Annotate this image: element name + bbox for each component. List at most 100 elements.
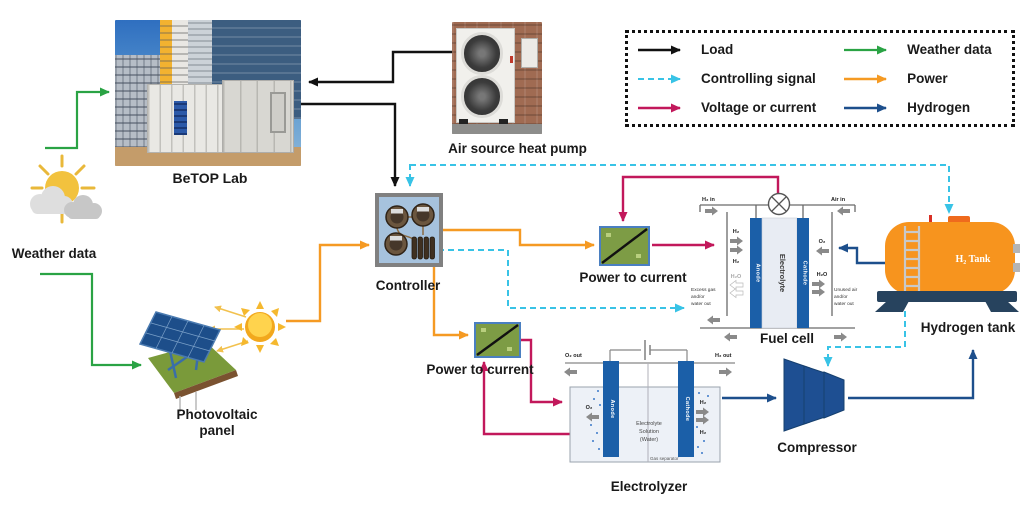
fan-icon bbox=[460, 32, 504, 75]
svg-text:(Water): (Water) bbox=[640, 437, 658, 443]
legend-label: Hydrogen bbox=[907, 100, 971, 115]
svg-text:Electrolyte: Electrolyte bbox=[636, 421, 662, 427]
electrolyzer-diagram: Anode Cathode O₂ out H₂ out Electrolyte … bbox=[564, 340, 735, 463]
load-line-lab-to-controller bbox=[301, 102, 400, 187]
compressor-icon bbox=[783, 358, 845, 432]
legend-item-hydrogen: Hydrogen bbox=[842, 100, 1004, 115]
sun-icon bbox=[234, 301, 286, 353]
betop-lab-photo bbox=[115, 20, 301, 166]
heat-pump-photo bbox=[452, 22, 542, 134]
red-switch bbox=[509, 55, 514, 64]
electrolyzer-label: Electrolyzer bbox=[610, 479, 688, 494]
compressor-label: Compressor bbox=[777, 440, 857, 455]
h2-label: H₂ bbox=[700, 430, 707, 436]
fan-icon bbox=[460, 75, 504, 118]
weather-line-to-pv bbox=[40, 272, 142, 370]
electrical-box bbox=[521, 37, 539, 68]
load-arrow-icon bbox=[638, 45, 681, 54]
voltage-arrow-icon bbox=[638, 103, 681, 112]
legend-item-power: Power bbox=[842, 71, 1004, 86]
weather-icon bbox=[30, 154, 102, 224]
power-to-current-converter-bottom bbox=[474, 322, 521, 358]
svg-text:water out: water out bbox=[691, 301, 711, 307]
o2-label: O₂ bbox=[819, 239, 826, 245]
legend-label: Voltage or current bbox=[701, 100, 817, 115]
controller-meters-icon bbox=[384, 203, 435, 260]
h2-label: H₂ bbox=[733, 229, 740, 235]
legend: Load Weather data Controlling signal Pow… bbox=[625, 30, 1015, 127]
legend-label: Controlling signal bbox=[701, 71, 816, 86]
svg-text:Solution: Solution bbox=[639, 429, 659, 435]
legend-item-load: Load bbox=[636, 42, 842, 57]
hydrogen-tank-icon: H₂ Tank bbox=[875, 215, 1020, 312]
foot bbox=[459, 119, 469, 126]
ladder-icon bbox=[903, 226, 921, 292]
oxygen-bubbles bbox=[590, 390, 601, 450]
weather-line-to-lab bbox=[45, 87, 110, 150]
solution-label: Electrolyte Solution (Water) bbox=[636, 421, 662, 443]
legend-item-weather-data: Weather data bbox=[842, 42, 1004, 57]
h2-in-label: H₂ in bbox=[702, 197, 715, 203]
unused-out-label: Unused air and/or water out bbox=[834, 287, 858, 307]
container-lab bbox=[146, 79, 294, 153]
controller-box bbox=[375, 193, 443, 267]
svg-text:Excess gas: Excess gas bbox=[691, 287, 716, 293]
container-front bbox=[146, 84, 224, 153]
svg-text:water out: water out bbox=[834, 301, 854, 307]
legend-item-voltage-or-current: Voltage or current bbox=[636, 100, 842, 115]
hydrogen-bubbles bbox=[696, 392, 709, 454]
h2o-label: H₂O bbox=[731, 274, 742, 280]
signal-arrow-icon bbox=[638, 74, 681, 83]
weather-arrow-icon bbox=[844, 45, 888, 54]
heat-pump-label: Air source heat pump bbox=[448, 141, 587, 156]
svg-text:and/or: and/or bbox=[691, 294, 705, 300]
betop-lab-label: BeTOP Lab bbox=[172, 170, 248, 186]
power-arrow-icon bbox=[844, 74, 888, 83]
power-line-controller-to-converter-top bbox=[443, 228, 595, 250]
legend-item-controlling-signal: Controlling signal bbox=[636, 71, 842, 86]
container-door bbox=[270, 92, 286, 134]
svg-text:and/or: and/or bbox=[834, 294, 848, 300]
fuel-cell-label: Fuel cell bbox=[759, 331, 815, 346]
svg-text:Unused air: Unused air bbox=[834, 287, 858, 293]
legend-label: Power bbox=[907, 71, 948, 86]
h2-out-label: H₂ out bbox=[715, 353, 732, 359]
hydrogen-tank-label: Hydrogen tank bbox=[920, 320, 1016, 335]
legend-label: Load bbox=[701, 42, 734, 57]
converter-symbol-icon bbox=[601, 228, 648, 264]
cathode-label: Cathode bbox=[684, 397, 690, 422]
gas-separator-label: Gas separator bbox=[650, 456, 679, 461]
signal-line-to-tank bbox=[410, 164, 954, 214]
pv-panel-label: Photovoltaic panel bbox=[176, 407, 258, 439]
heat-pump-unit bbox=[455, 27, 515, 123]
o2-out-label: O₂ out bbox=[565, 353, 582, 359]
tank-base bbox=[875, 291, 1019, 312]
pv-panel-icon bbox=[138, 311, 238, 412]
converter-symbol-icon bbox=[476, 324, 519, 356]
air-in-label: Air in bbox=[831, 197, 846, 203]
h2-tank-label: H₂ Tank bbox=[956, 254, 991, 265]
power-to-current-label-top: Power to current bbox=[579, 270, 687, 285]
h2-label: H₂ bbox=[700, 400, 707, 406]
o2-label: O₂ bbox=[586, 405, 593, 411]
ground bbox=[452, 123, 542, 134]
h2o-label: H₂O bbox=[817, 272, 828, 278]
anode-label: Anode bbox=[609, 399, 615, 418]
container-blue-panel bbox=[174, 101, 188, 135]
cathode-label: Cathode bbox=[802, 261, 808, 286]
h2-label: H₂ bbox=[733, 259, 740, 265]
load-line-heatpump-to-lab bbox=[308, 50, 456, 87]
power-to-current-label-bottom: Power to current bbox=[426, 362, 534, 377]
container-side bbox=[221, 79, 294, 153]
electrolyte-label: Electrolyte bbox=[778, 254, 787, 292]
hydrogen-line-compressor-to-tank bbox=[848, 349, 978, 400]
weather-data-label: Weather data bbox=[11, 246, 97, 261]
fuel-cell-diagram: Anode Electrolyte Cathode H₂ in Air in H… bbox=[691, 192, 858, 342]
power-to-current-converter-top bbox=[599, 226, 650, 266]
controller-label: Controller bbox=[375, 278, 441, 293]
hydrogen-arrow-icon bbox=[844, 103, 888, 112]
foot bbox=[498, 119, 508, 126]
anode-label: Anode bbox=[755, 263, 761, 282]
excess-out-label: Excess gas and/or water out bbox=[691, 287, 716, 307]
